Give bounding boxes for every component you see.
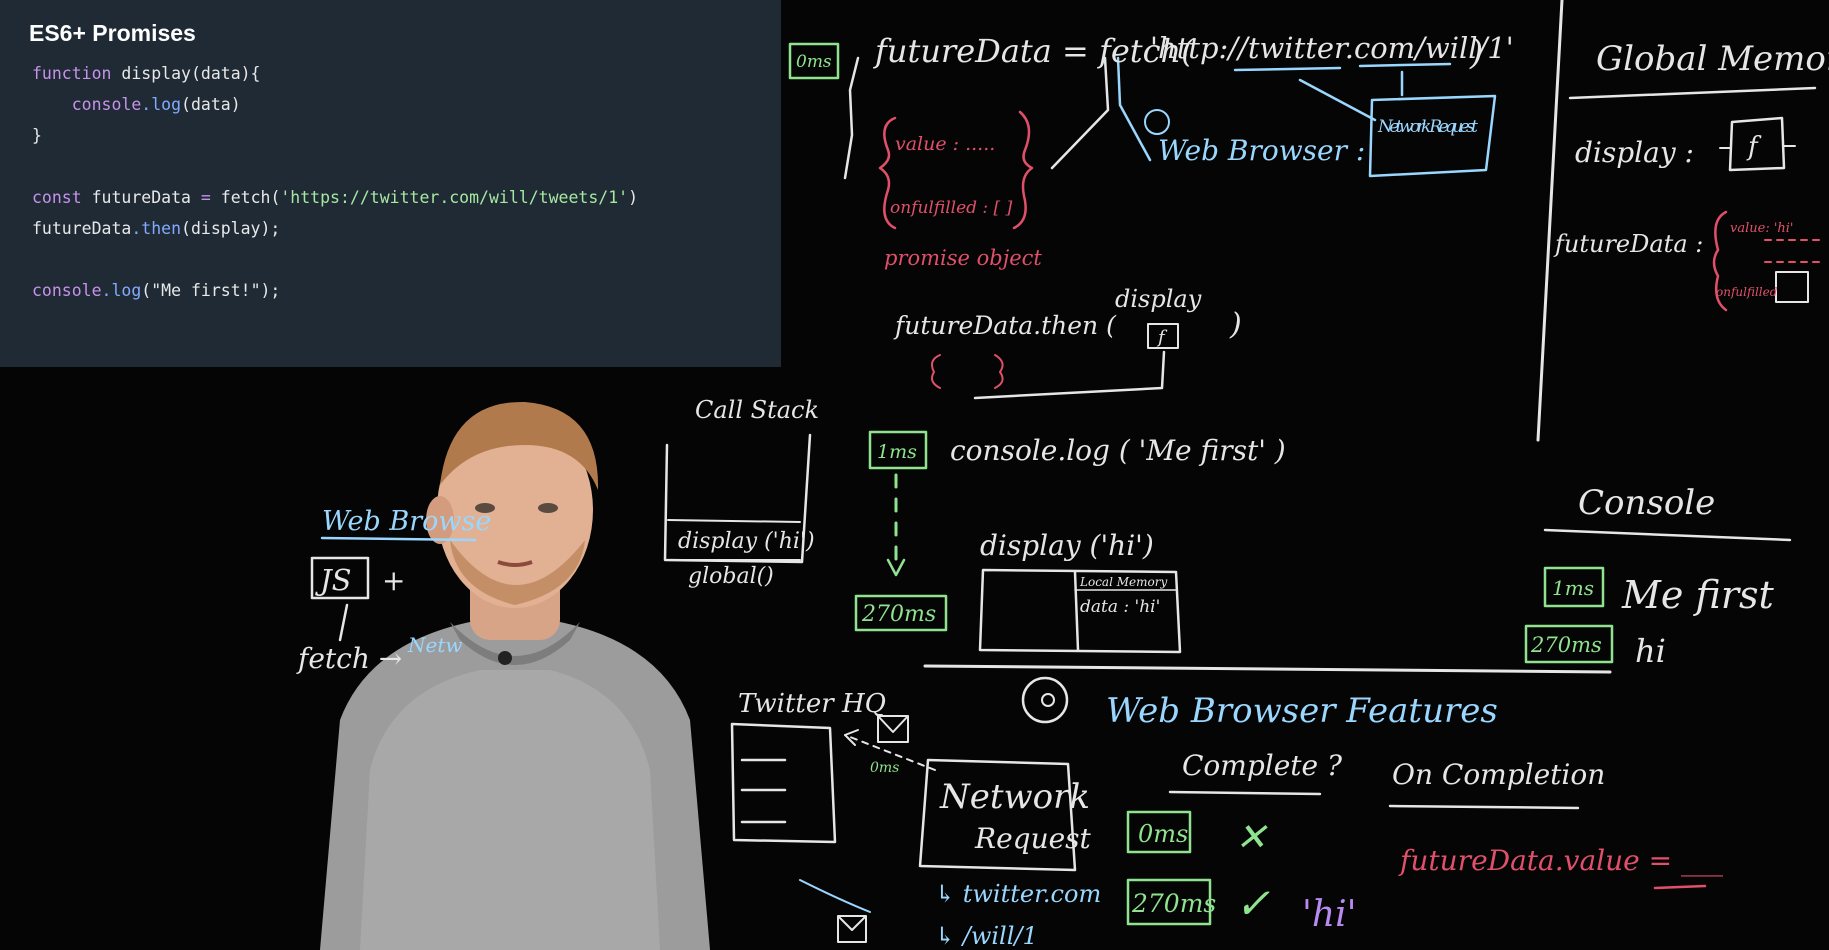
fetch-url: 'http://twitter.com/will/1' — [1150, 31, 1514, 65]
local-data: data : 'hi' — [1080, 597, 1160, 617]
code-line: const futureData = fetch('https://twitte… — [32, 182, 638, 213]
code-line: } — [32, 120, 638, 151]
gm-onfulfilled: onfulfilled — [1716, 285, 1778, 299]
cross-mark: ✕ — [1235, 815, 1268, 859]
twitter-com: ↳ twitter.com — [935, 880, 1101, 908]
time-1ms: 1ms — [877, 441, 917, 463]
console-me-first: Me first — [1621, 573, 1774, 617]
code-line: console.log("Me first!"); — [32, 275, 638, 306]
code-token: .then — [131, 219, 182, 238]
console-time-1ms: 1ms — [1552, 576, 1594, 600]
code-token: console — [32, 281, 102, 300]
code-token: fetch — [220, 188, 271, 207]
code-panel-title: ES6+ Promises — [29, 20, 196, 46]
code-line: console.log(data) — [32, 89, 638, 120]
then-line: futureData.then ( — [893, 311, 1117, 340]
call-stack-top: display ('hi') — [678, 529, 815, 554]
js-box-label: JS — [315, 563, 352, 597]
console-hi: hi — [1635, 632, 1666, 670]
promise-object-label: promise object — [884, 246, 1042, 270]
code-token: futureData — [32, 219, 132, 238]
on-completion: On Completion — [1392, 758, 1605, 791]
code-token: ) — [628, 188, 638, 207]
gm-display: display : — [1575, 136, 1694, 169]
code-line: function display(data){ — [32, 58, 638, 89]
global-memory-title: Global Memory — [1596, 39, 1829, 79]
display-hi-context: display ('hi') — [980, 529, 1154, 562]
call-stack-bottom: global() — [688, 564, 774, 589]
future-value-assign: futureData.value = ___ — [1398, 844, 1723, 877]
code-token: } — [32, 126, 42, 145]
network-request-label: Network Request — [1377, 117, 1478, 137]
local-memory-label: Local Memory — [1079, 575, 1167, 589]
code-line — [32, 244, 638, 275]
code-panel: ES6+ Promises function display(data){ co… — [0, 0, 781, 367]
presenter-image — [320, 401, 710, 950]
gm-value: value: 'hi' — [1730, 221, 1794, 236]
then-display: display — [1115, 285, 1202, 313]
web-browser-features: Web Browser Features — [1106, 691, 1498, 731]
network-box-line1: Network — [939, 777, 1090, 817]
code-token: (display); — [181, 219, 281, 238]
code-token: const — [32, 188, 92, 207]
twitter-hq: Twitter HQ — [738, 689, 886, 719]
code-token: display — [121, 64, 191, 83]
code-token: 'https://twitter.com/will/tweets/1' — [280, 188, 629, 207]
code-block: function display(data){ console.log(data… — [32, 58, 638, 306]
console-log-line: console.log ( 'Me first' ) — [950, 434, 1286, 467]
future-data-assign: futureData = fetch( — [873, 32, 1195, 70]
promise-onfulfilled: onfulfilled : [ ] — [890, 198, 1013, 218]
then-f-box: f — [1156, 327, 1168, 348]
will-1: ↳ /will/1 — [935, 922, 1038, 950]
code-token: console — [32, 95, 142, 114]
code-token: futureData — [91, 188, 191, 207]
gm-f-box: f — [1746, 132, 1762, 162]
console-title: Console — [1578, 483, 1715, 523]
code-token: ( — [270, 188, 281, 207]
network-box-line2: Request — [974, 822, 1092, 855]
plus-sign: + — [382, 564, 405, 597]
web-browser-label: Web Browser : — [1158, 134, 1365, 167]
console-time-270ms: 270ms — [1530, 633, 1602, 657]
complete-question: Complete ? — [1182, 749, 1343, 782]
check-mark: ✓ — [1235, 879, 1270, 928]
gm-future-data: futureData : — [1553, 230, 1703, 258]
code-token: ("Me first!"); — [141, 281, 281, 300]
code-token: .log — [101, 281, 142, 300]
code-token: function — [32, 64, 122, 83]
code-token: (data){ — [190, 64, 261, 83]
time-0ms-arrow: 0ms — [870, 760, 899, 776]
time-0ms-top: 0ms — [796, 52, 832, 72]
fetch-close-paren: ) — [1469, 33, 1483, 73]
then-close-paren: ) — [1229, 307, 1242, 342]
network-short: Netw — [407, 633, 463, 657]
web-browser-left: Web Browse — [322, 506, 491, 537]
fetch-arrow: fetch → — [296, 642, 402, 675]
code-token: (data) — [181, 95, 241, 114]
promise-value: value : ..... — [895, 133, 995, 155]
code-line: futureData.then(display); — [32, 213, 638, 244]
hi-value: 'hi' — [1302, 894, 1357, 935]
time-0ms-lower: 0ms — [1138, 820, 1188, 848]
time-270ms-lower: 270ms — [1131, 889, 1216, 918]
call-stack-title: Call Stack — [695, 396, 819, 424]
code-token: .log — [141, 95, 182, 114]
code-line — [32, 151, 638, 182]
code-token: = — [190, 188, 221, 207]
time-270ms: 270ms — [861, 602, 936, 627]
